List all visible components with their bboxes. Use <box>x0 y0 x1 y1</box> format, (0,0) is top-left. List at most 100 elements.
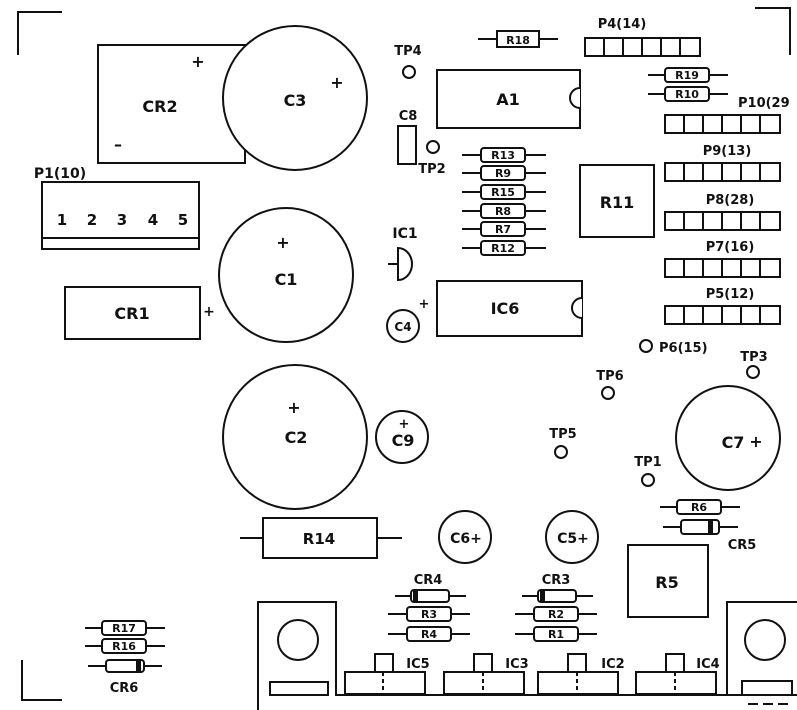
r13-label: R13 <box>491 149 515 162</box>
heatsink-strip <box>257 601 797 710</box>
r5-component: R5 <box>627 544 709 618</box>
corner-mark-top-left <box>17 11 62 55</box>
c1-capacitor: C1 + <box>218 207 354 343</box>
c3-capacitor: C3 + <box>222 25 368 171</box>
r2-label: R2 <box>548 608 564 621</box>
c3-plus: + <box>330 73 343 92</box>
r7-label: R7 <box>495 223 511 236</box>
ic6-label: IC6 <box>491 299 520 318</box>
r6-label: R6 <box>691 501 707 514</box>
r11-component: R11 <box>579 164 655 238</box>
ic6-ic: IC6 <box>436 280 583 337</box>
p1-pin-3: 3 <box>117 211 127 229</box>
c9-plus: + <box>399 417 410 432</box>
ic4-regulator: IC4 <box>635 653 720 695</box>
cr3-diode: CR3 <box>522 573 593 603</box>
r12-label: R12 <box>491 242 515 255</box>
c2-plus: + <box>287 398 300 417</box>
c6-label: C6+ <box>450 531 482 547</box>
p9-connector: P9(13) <box>664 144 781 182</box>
c9-label: C9 <box>392 431 415 450</box>
p7-connector: P7(16) <box>664 240 781 278</box>
ic1-label: IC1 <box>392 226 417 242</box>
cr3-label: CR3 <box>542 573 571 588</box>
r1-resistor: R1 <box>515 626 597 642</box>
r10-label: R10 <box>675 88 699 101</box>
p1-label: P1(10) <box>34 166 86 182</box>
cr2-label: CR2 <box>142 97 177 116</box>
corner-mark-bottom-left <box>21 660 62 701</box>
r18-resistor: R18 <box>478 30 558 48</box>
c7-capacitor: C7 + <box>675 385 781 491</box>
c7-label: C7 <box>722 433 745 452</box>
p8-connector: P8(28) <box>664 193 781 231</box>
cr1-component: CR1 + <box>64 286 215 340</box>
r7-resistor: R7 <box>462 221 546 237</box>
r17-label: R17 <box>112 622 136 635</box>
r4-resistor: R4 <box>388 626 470 642</box>
p7-label: P7(16) <box>706 240 755 255</box>
ic4-label: IC4 <box>696 657 719 672</box>
ic2-label: IC2 <box>601 657 624 672</box>
p1-pin-2: 2 <box>87 211 97 229</box>
p9-label: P9(13) <box>703 144 752 159</box>
cr4-diode: CR4 <box>395 573 466 603</box>
p6-label: P6(15) <box>659 341 708 356</box>
r6-resistor: R6 <box>660 499 740 515</box>
corner-mark-top-right <box>755 7 791 55</box>
c6-capacitor: C6+ <box>438 510 492 564</box>
cr6-diode: CR6 <box>88 659 162 696</box>
tp6-label: TP6 <box>596 369 623 384</box>
cr5-label: CR5 <box>728 538 757 553</box>
r3-label: R3 <box>421 608 437 621</box>
cr1-label: CR1 <box>114 304 149 323</box>
r8-resistor: R8 <box>462 203 546 219</box>
r13-resistor: R13 <box>462 147 546 163</box>
r5-label: R5 <box>655 573 678 592</box>
cr6-label: CR6 <box>110 681 139 696</box>
r14-label: R14 <box>303 530 335 548</box>
c8-label: C8 <box>399 109 418 124</box>
c3-label: C3 <box>284 91 307 110</box>
tp5-testpoint: TP5 <box>549 427 577 459</box>
c1-plus: + <box>276 233 289 252</box>
c2-label: C2 <box>285 428 308 447</box>
r17-resistor: R17 <box>85 620 165 636</box>
tp4-testpoint: TP4 <box>394 44 422 79</box>
tp6-testpoint: TP6 <box>596 369 624 400</box>
p1-pin-4: 4 <box>148 211 158 229</box>
r9-label: R9 <box>495 167 511 180</box>
tp2-label: TP2 <box>418 162 445 177</box>
cr1-plus: + <box>203 304 215 320</box>
c8-capacitor: C8 <box>397 109 418 165</box>
c1-label: C1 <box>275 270 298 289</box>
r10-resistor: R10 <box>648 86 728 102</box>
c9-capacitor: C9 + <box>375 410 429 464</box>
p5-connector: P5(12) <box>664 287 781 325</box>
c5-capacitor: C5+ <box>545 510 599 564</box>
p1-terminal-block: P1(10) 1 2 3 4 5 <box>34 166 200 250</box>
ic5-label: IC5 <box>406 657 429 672</box>
r1-label: R1 <box>548 628 564 641</box>
tp3-testpoint: TP3 <box>740 350 768 379</box>
ic2-regulator: IC2 <box>537 653 625 695</box>
cr2-component: CR2 + – <box>97 44 246 164</box>
c4-plus: + <box>419 297 430 312</box>
r4-label: R4 <box>421 628 437 641</box>
cr2-minus: – <box>114 135 122 154</box>
c2-capacitor: C2 + <box>222 364 368 510</box>
r16-label: R16 <box>112 640 136 653</box>
r15-resistor: R15 <box>462 184 546 200</box>
p10-label: P10(29 <box>738 96 790 111</box>
c4-label: C4 <box>394 320 411 334</box>
c4-capacitor: C4 + <box>386 297 430 343</box>
a1-ic: A1 <box>436 69 581 129</box>
p8-label: P8(28) <box>706 193 755 208</box>
r11-label: R11 <box>600 193 635 212</box>
a1-label: A1 <box>496 90 520 109</box>
tp3-label: TP3 <box>740 350 767 365</box>
ic3-label: IC3 <box>505 657 528 672</box>
tp4-label: TP4 <box>394 44 421 59</box>
ic3-regulator: IC3 <box>443 653 529 695</box>
